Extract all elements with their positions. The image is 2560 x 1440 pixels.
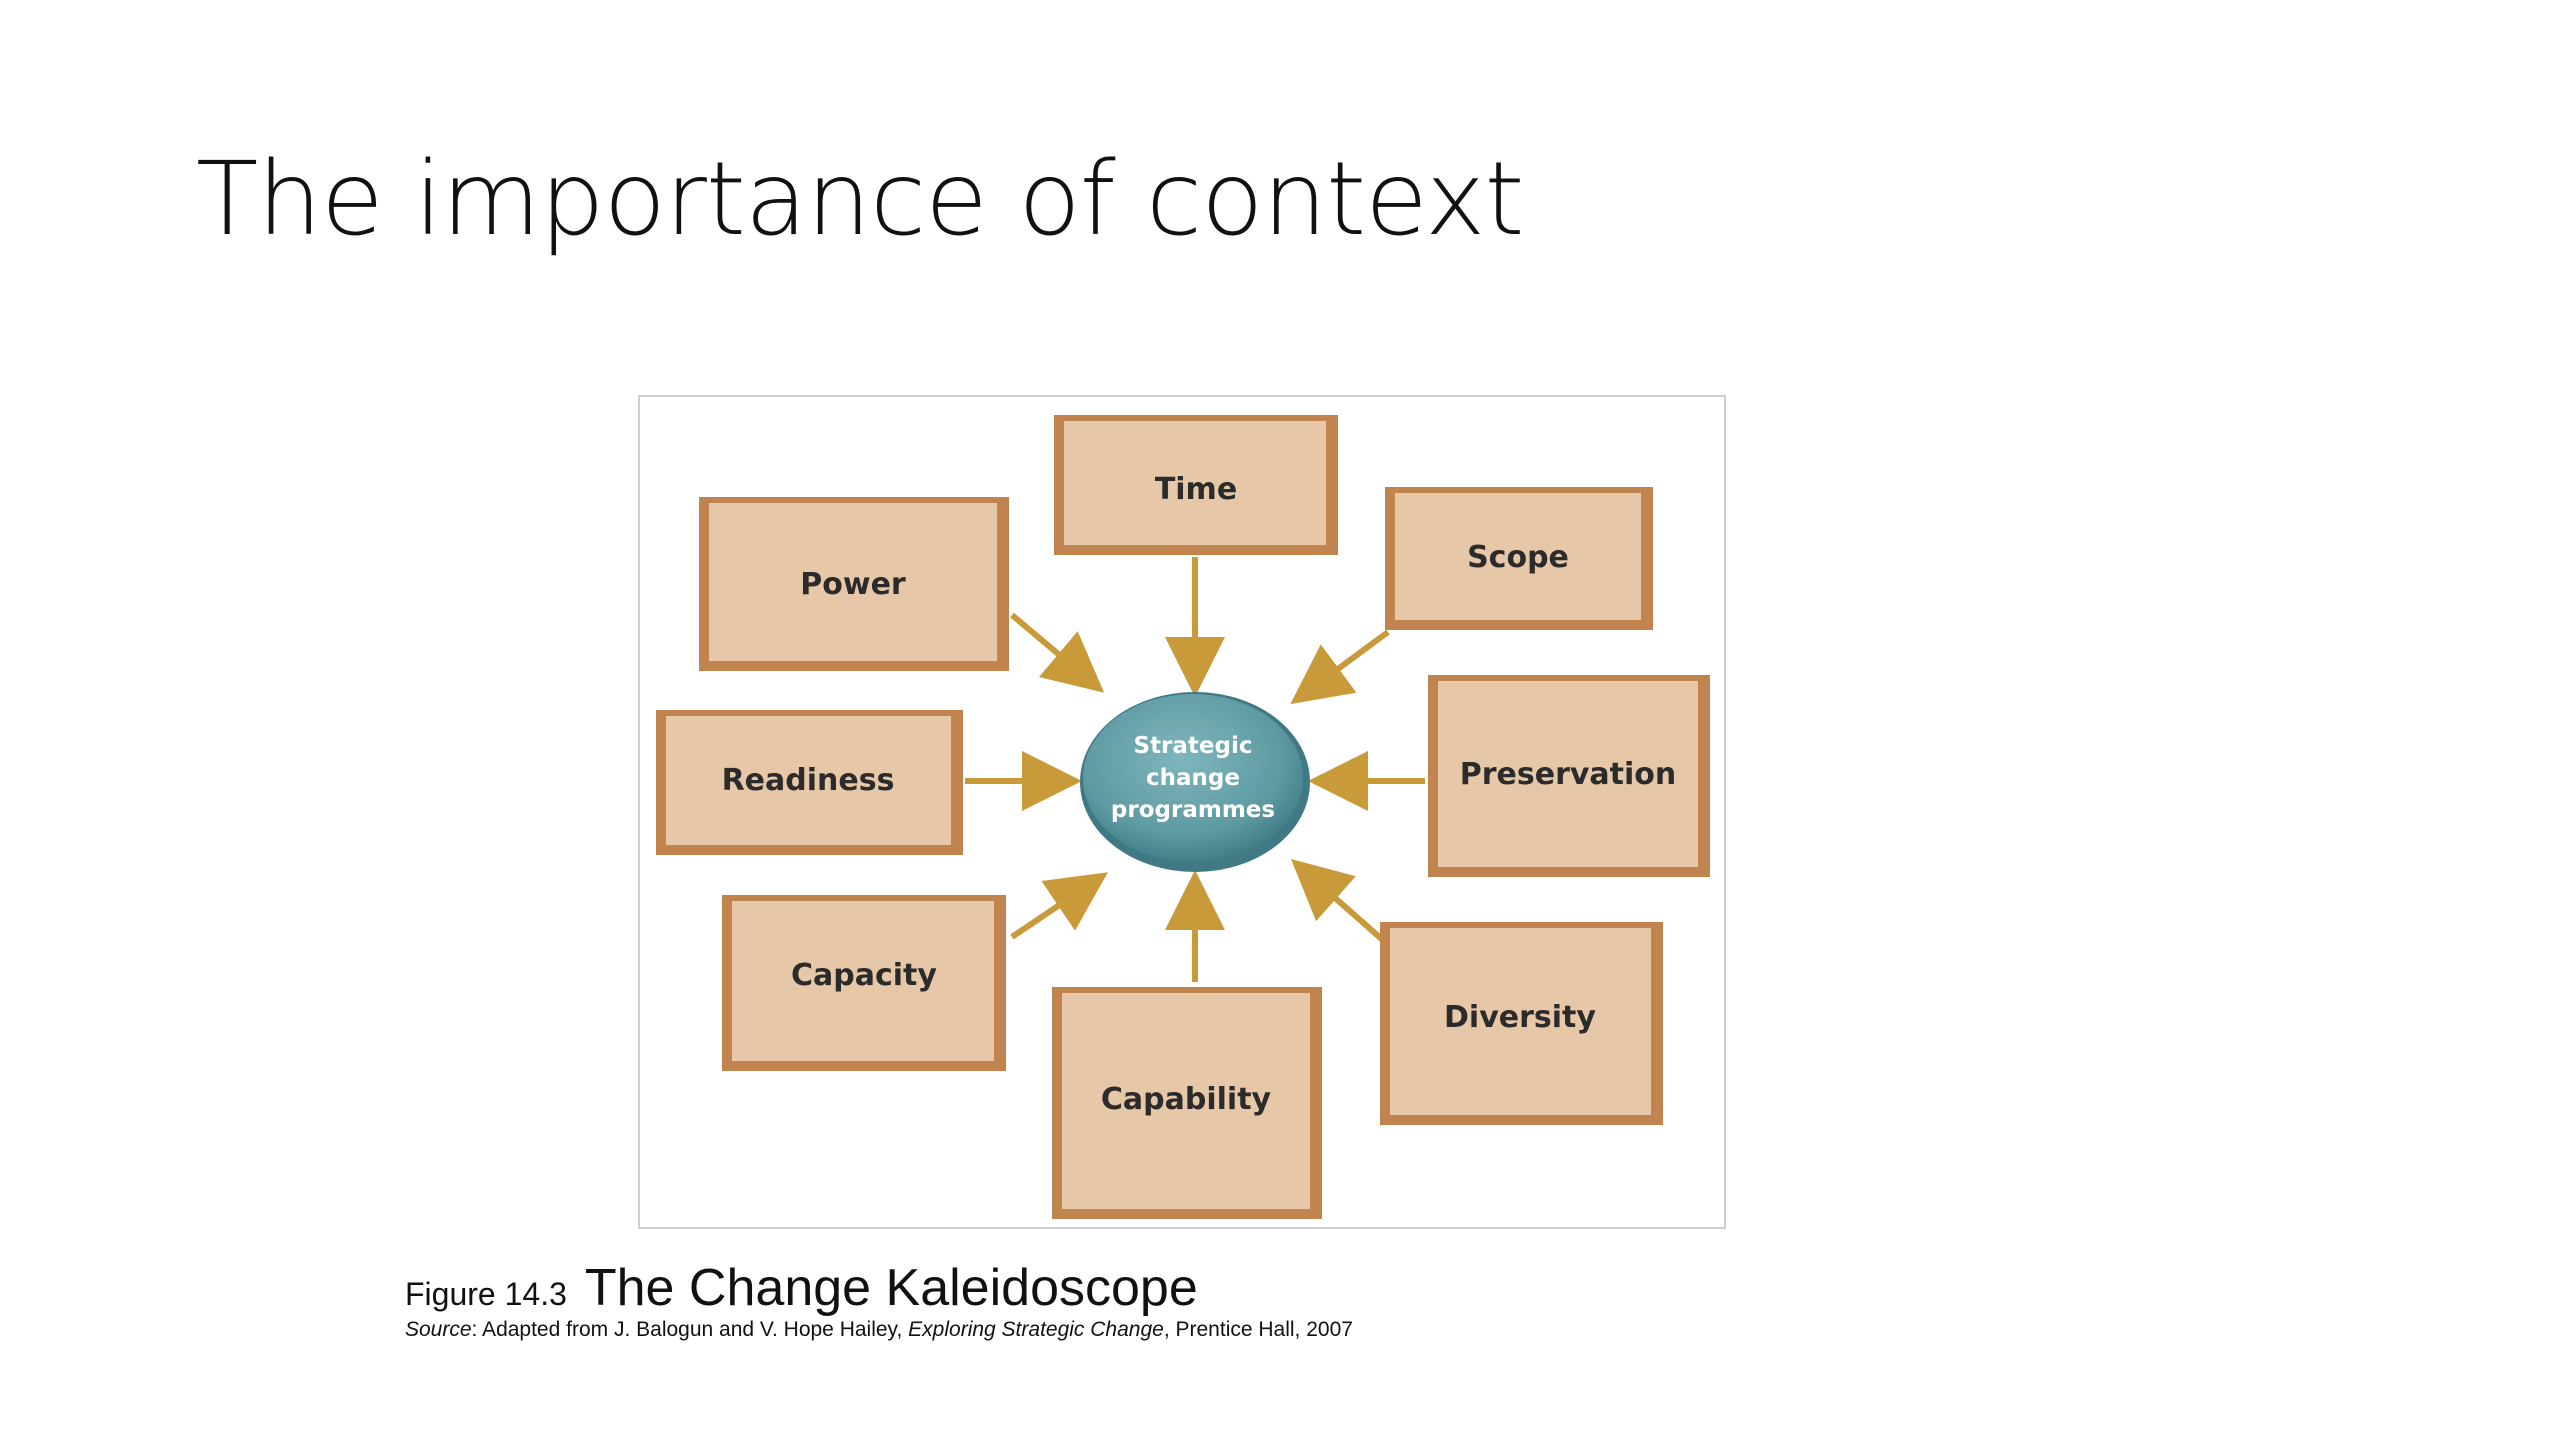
factor-box-preservation: Preservation bbox=[1428, 675, 1710, 877]
hub-label-line-2: change bbox=[1146, 765, 1240, 791]
hub-strategic-change-programmes: Strategic change programmes bbox=[1080, 692, 1310, 872]
figure-title: The Change Kaleidoscope bbox=[584, 1259, 1198, 1317]
factor-box-capacity: Capacity bbox=[722, 895, 1006, 1071]
slide-title: The importance of context bbox=[196, 140, 1524, 259]
figure-number: Figure 14.3 bbox=[405, 1276, 567, 1312]
factor-label-diversity: Diversity bbox=[1444, 1000, 1596, 1035]
factor-box-time: Time bbox=[1054, 415, 1338, 555]
factor-label-time: Time bbox=[1155, 472, 1237, 507]
source-book-title: Exploring Strategic Change bbox=[908, 1318, 1164, 1341]
factor-label-readiness: Readiness bbox=[722, 763, 895, 798]
arrow-capacity bbox=[1010, 872, 1108, 940]
factor-label-capability: Capability bbox=[1101, 1082, 1272, 1117]
source-label: Source bbox=[405, 1318, 472, 1341]
factor-label-scope: Scope bbox=[1467, 540, 1569, 575]
factor-box-power: Power bbox=[699, 497, 1009, 671]
hub-label-line-1: Strategic bbox=[1134, 733, 1253, 759]
factor-box-diversity: Diversity bbox=[1380, 922, 1663, 1125]
figure-caption: Figure 14.3 The Change Kaleidoscope bbox=[405, 1258, 1198, 1318]
factor-box-readiness: Readiness bbox=[656, 710, 963, 855]
figure-source: Source: Adapted from J. Balogun and V. H… bbox=[405, 1318, 1353, 1342]
hub-label-line-3: programmes bbox=[1111, 797, 1275, 823]
source-publisher: , Prentice Hall, 2007 bbox=[1163, 1318, 1353, 1341]
factor-boxes: Time Scope Preservation Diversity Capabi bbox=[656, 415, 1710, 1219]
change-kaleidoscope-diagram: Time Scope Preservation Diversity Capabi bbox=[638, 395, 1726, 1229]
arrows bbox=[965, 557, 1425, 982]
factor-label-power: Power bbox=[800, 567, 906, 602]
arrow-diversity bbox=[1291, 859, 1387, 945]
source-text: : Adapted from J. Balogun and V. Hope Ha… bbox=[471, 1318, 909, 1341]
factor-label-preservation: Preservation bbox=[1460, 757, 1677, 792]
factor-box-capability: Capability bbox=[1052, 987, 1322, 1219]
factor-label-capacity: Capacity bbox=[791, 958, 937, 993]
arrow-scope bbox=[1290, 629, 1390, 705]
arrow-power bbox=[1010, 612, 1105, 693]
factor-box-scope: Scope bbox=[1385, 487, 1653, 630]
